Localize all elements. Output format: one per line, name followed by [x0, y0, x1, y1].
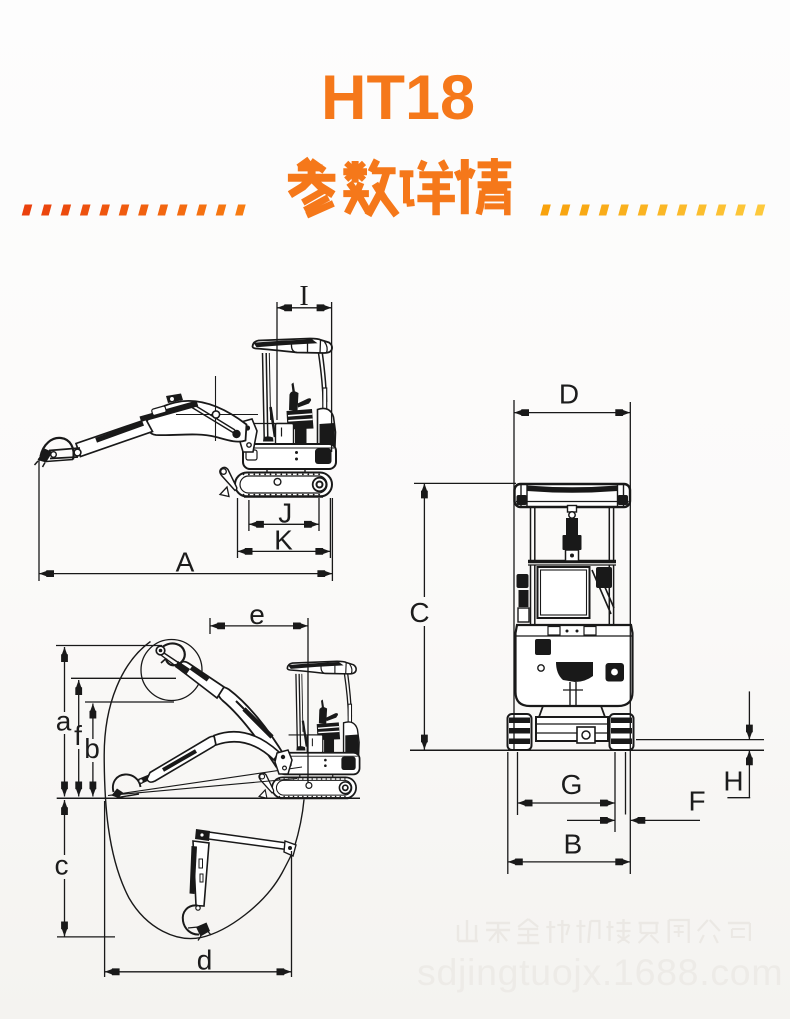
svg-text:H: H	[723, 766, 743, 797]
svg-text:I: I	[299, 281, 308, 312]
svg-text:f: f	[74, 720, 82, 751]
svg-text:C: C	[409, 597, 429, 628]
svg-text:e: e	[249, 599, 265, 630]
svg-text:G: G	[561, 769, 583, 800]
svg-text:F: F	[688, 786, 705, 817]
svg-text:J: J	[278, 498, 292, 529]
svg-text:A: A	[176, 547, 195, 578]
svg-text:K: K	[274, 525, 293, 556]
svg-text:B: B	[563, 829, 582, 860]
svg-text:d: d	[197, 945, 213, 976]
svg-text:c: c	[55, 850, 69, 881]
svg-text:b: b	[84, 733, 100, 764]
svg-text:a: a	[56, 706, 72, 737]
svg-text:D: D	[559, 379, 579, 410]
